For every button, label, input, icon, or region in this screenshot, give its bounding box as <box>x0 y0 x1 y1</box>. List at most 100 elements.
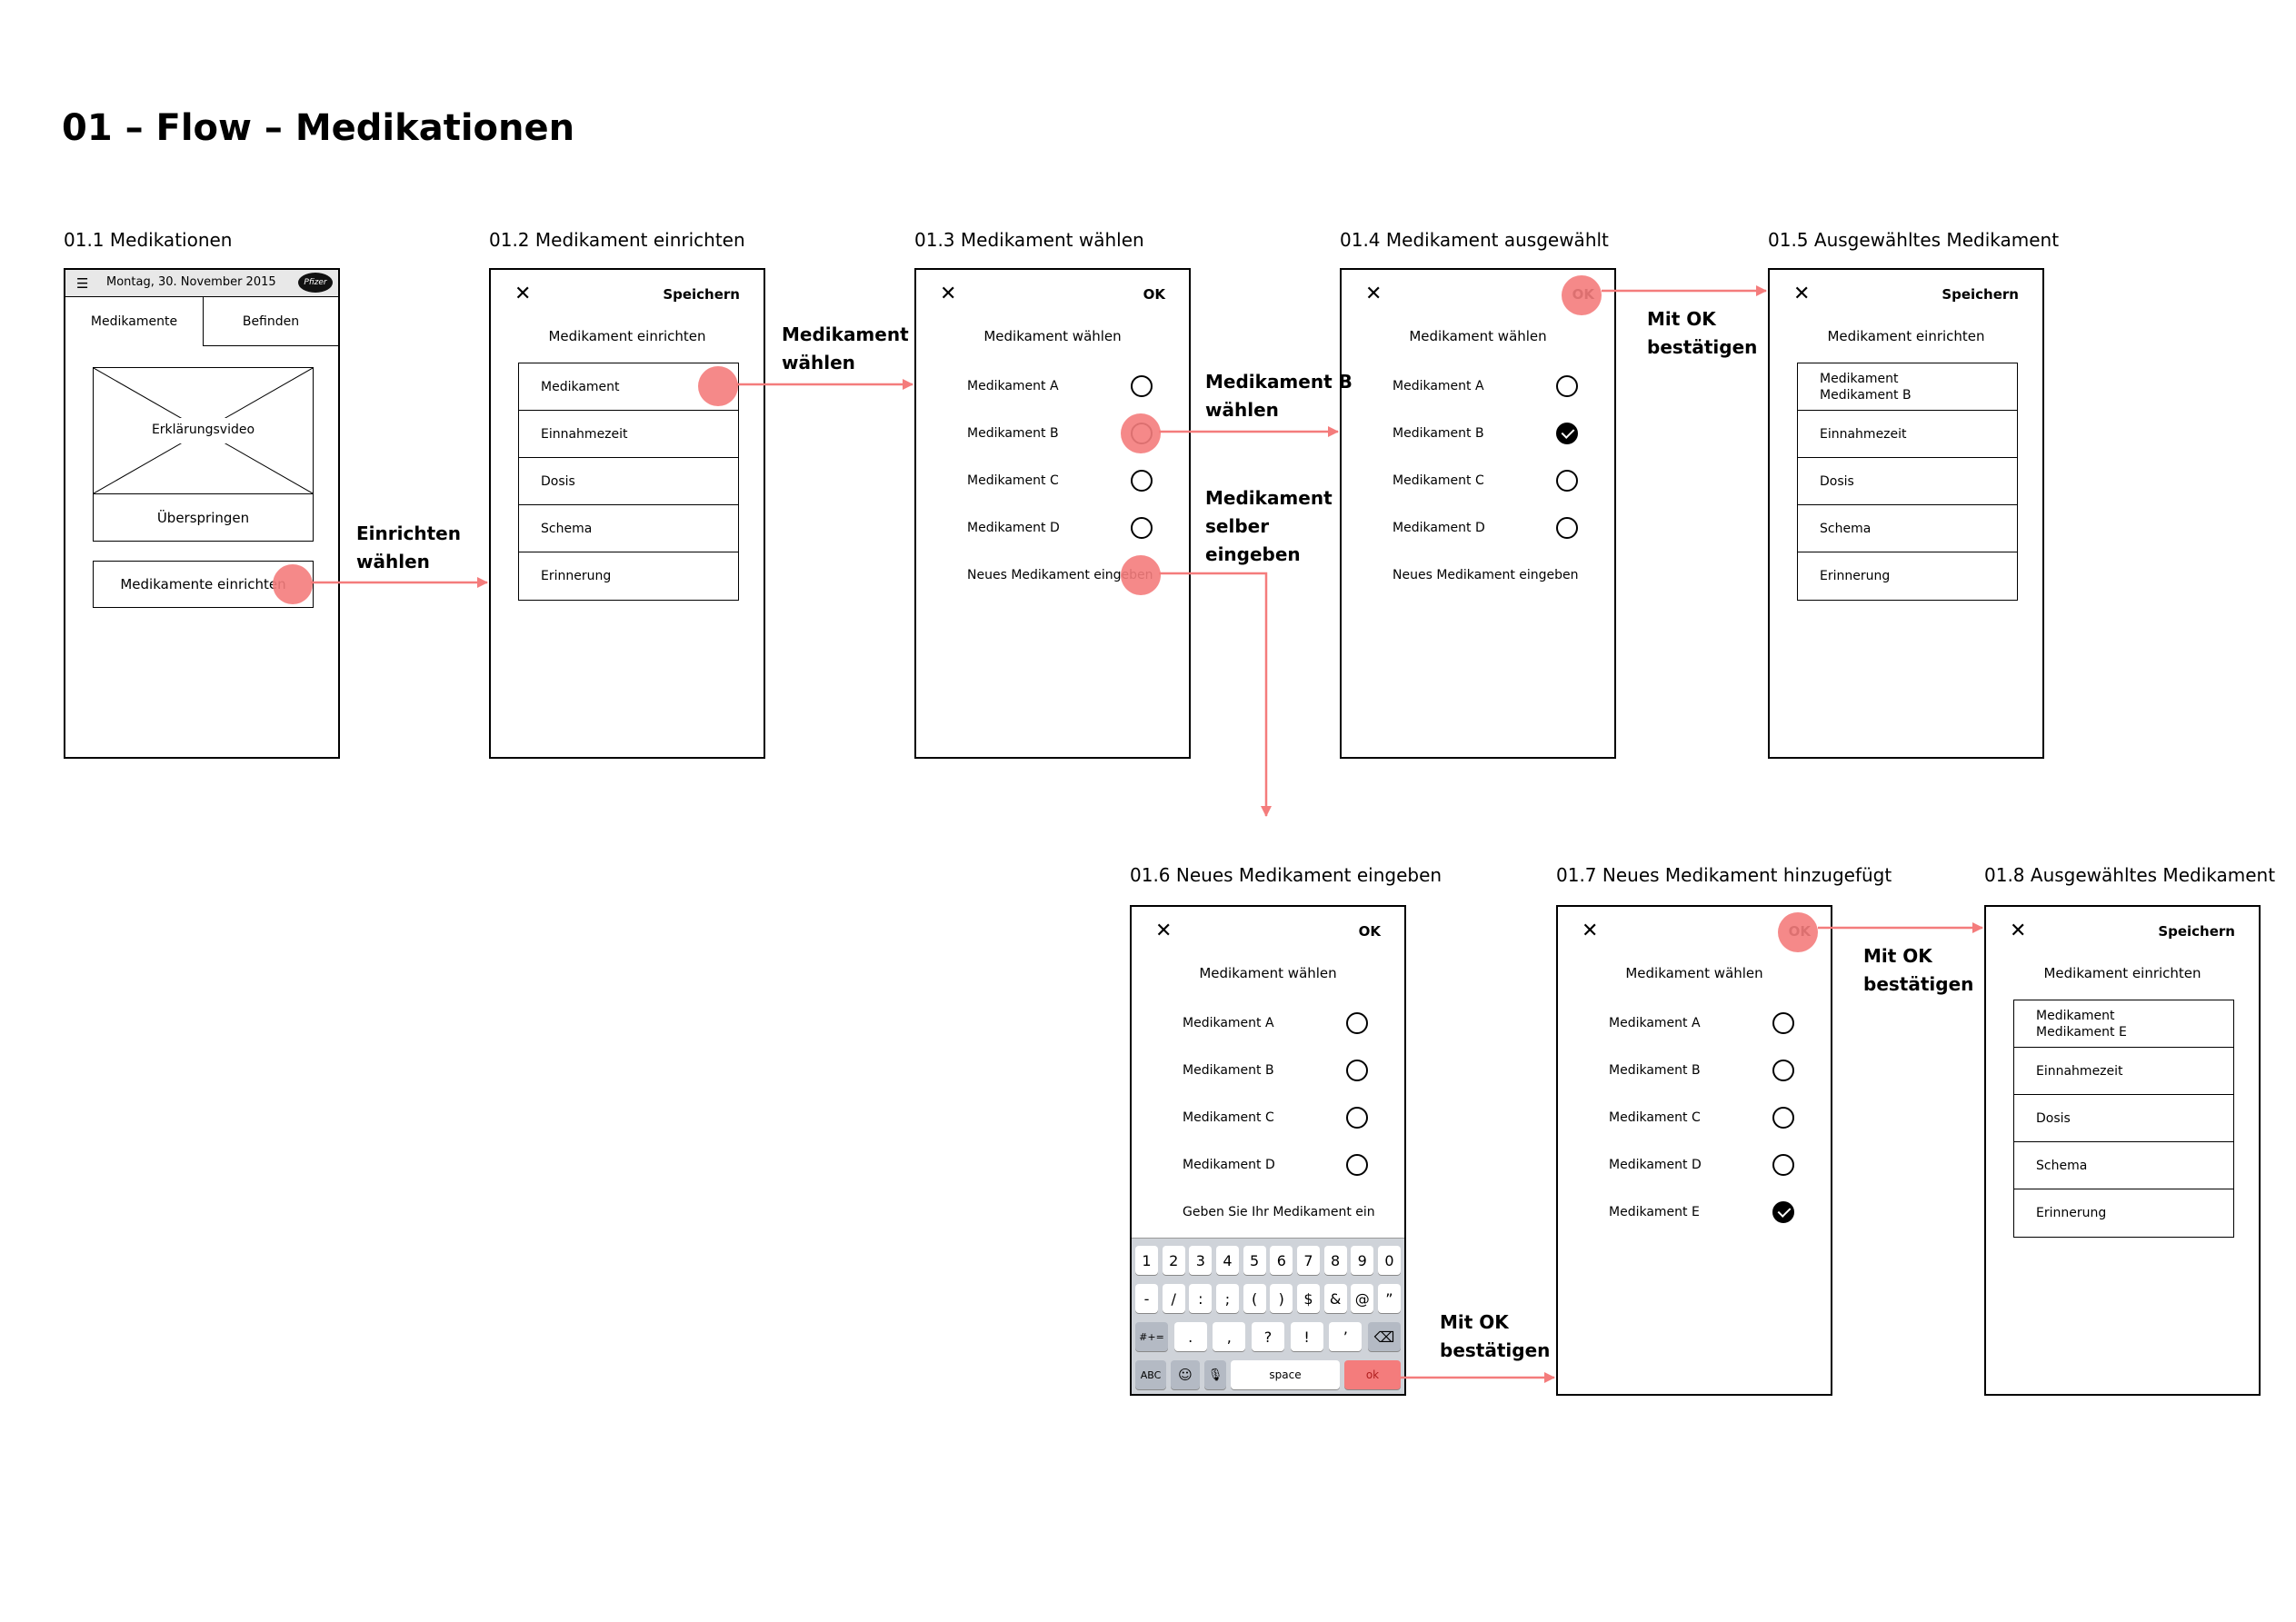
radio-icon[interactable] <box>1346 1060 1368 1081</box>
radio-icon[interactable] <box>1772 1060 1794 1081</box>
menu-icon[interactable]: ☰ <box>76 275 89 292</box>
menu-row-schema[interactable]: Schema <box>519 505 738 552</box>
option-medikament-d[interactable]: Medikament D <box>1183 1151 1392 1179</box>
close-icon[interactable]: ✕ <box>940 283 957 305</box>
menu-row-schema[interactable]: Schema <box>2014 1142 2233 1189</box>
key[interactable]: 9 <box>1351 1246 1374 1275</box>
emoji-icon[interactable]: ☺ <box>1171 1360 1200 1389</box>
menu-row-dosis[interactable]: Dosis <box>1798 458 2017 505</box>
option-medikament-a[interactable]: Medikament A <box>1393 373 1602 400</box>
save-button[interactable]: Speichern <box>663 286 740 303</box>
menu-row-erinnerung[interactable]: Erinnerung <box>541 569 612 583</box>
radio-icon[interactable] <box>1556 375 1578 397</box>
menu-row-medikament[interactable]: Medikament Medikament B <box>1798 363 2017 411</box>
key[interactable]: ’ <box>1329 1322 1363 1351</box>
option-medikament-d[interactable]: Medikament D <box>967 514 1176 542</box>
key[interactable]: @ <box>1351 1284 1374 1313</box>
tab-befinden[interactable]: Befinden <box>204 297 338 346</box>
save-button[interactable]: Speichern <box>2158 923 2235 940</box>
microphone-icon[interactable]: 🎙 <box>1204 1360 1226 1389</box>
radio-icon[interactable] <box>1346 1012 1368 1034</box>
menu-row-erinnerung[interactable]: Erinnerung <box>1820 569 1891 583</box>
radio-icon[interactable] <box>1346 1107 1368 1129</box>
option-medikament-e[interactable]: Medikament E <box>1609 1199 1818 1226</box>
key[interactable]: , <box>1213 1322 1246 1351</box>
menu-row-erinnerung[interactable]: Erinnerung <box>2036 1206 2107 1220</box>
radio-icon[interactable] <box>1772 1154 1794 1176</box>
video-placeholder[interactable]: Erklärungsvideo <box>93 367 314 494</box>
option-medikament-b[interactable]: Medikament B <box>1183 1057 1392 1084</box>
radio-checked-icon[interactable] <box>1556 423 1578 444</box>
option-medikament-c[interactable]: Medikament C <box>967 467 1176 494</box>
key[interactable]: 7 <box>1296 1246 1320 1275</box>
menu-row-schema[interactable]: Schema <box>1798 505 2017 552</box>
radio-icon[interactable] <box>1772 1107 1794 1129</box>
key[interactable]: ! <box>1290 1322 1323 1351</box>
option-medikament-c[interactable]: Medikament C <box>1609 1104 1818 1131</box>
key[interactable]: . <box>1173 1322 1207 1351</box>
symbols-toggle-key[interactable]: #+= <box>1135 1322 1168 1351</box>
radio-icon[interactable] <box>1131 470 1153 492</box>
radio-icon[interactable] <box>1346 1154 1368 1176</box>
menu-row-dosis[interactable]: Dosis <box>2014 1095 2233 1142</box>
key[interactable]: 4 <box>1215 1246 1239 1275</box>
ok-key[interactable]: ok <box>1344 1360 1401 1389</box>
close-icon[interactable]: ✕ <box>1155 920 1173 942</box>
key[interactable]: & <box>1323 1284 1347 1313</box>
skip-button[interactable]: Überspringen <box>93 494 314 542</box>
save-button[interactable]: Speichern <box>1942 286 2019 303</box>
radio-icon[interactable] <box>1556 470 1578 492</box>
key[interactable]: 6 <box>1270 1246 1293 1275</box>
key[interactable]: ( <box>1243 1284 1266 1313</box>
menu-row-medikament[interactable]: Medikament <box>519 363 738 411</box>
close-icon[interactable]: ✕ <box>2010 920 2027 942</box>
setup-medications-button[interactable]: Medikamente einrichten <box>93 561 314 608</box>
key[interactable]: 5 <box>1243 1246 1266 1275</box>
menu-row-medikament[interactable]: Medikament Medikament E <box>2014 1000 2233 1048</box>
key[interactable]: ; <box>1215 1284 1239 1313</box>
key[interactable]: $ <box>1296 1284 1320 1313</box>
option-medikament-c[interactable]: Medikament C <box>1393 467 1602 494</box>
menu-row-dosis[interactable]: Dosis <box>519 458 738 505</box>
key[interactable]: ) <box>1270 1284 1293 1313</box>
ok-button[interactable]: OK <box>1358 923 1381 940</box>
close-icon[interactable]: ✕ <box>1582 920 1599 942</box>
new-medication-entry[interactable]: Neues Medikament eingeben <box>967 568 1153 582</box>
radio-icon[interactable] <box>1131 517 1153 539</box>
option-medikament-b[interactable]: Medikament B <box>1393 420 1602 447</box>
tab-medikamente[interactable]: Medikamente <box>65 297 204 346</box>
close-icon[interactable]: ✕ <box>514 283 532 305</box>
option-medikament-c[interactable]: Medikament C <box>1183 1104 1392 1131</box>
key[interactable]: ? <box>1251 1322 1284 1351</box>
option-medikament-d[interactable]: Medikament D <box>1609 1151 1818 1179</box>
key[interactable]: 3 <box>1189 1246 1213 1275</box>
key[interactable]: : <box>1189 1284 1213 1313</box>
new-medication-entry[interactable]: Neues Medikament eingeben <box>1393 568 1579 582</box>
ok-button[interactable]: OK <box>1143 286 1165 303</box>
radio-checked-icon[interactable] <box>1772 1201 1794 1223</box>
close-icon[interactable]: ✕ <box>1365 283 1383 305</box>
close-icon[interactable]: ✕ <box>1793 283 1811 305</box>
option-medikament-a[interactable]: Medikament A <box>1609 1010 1818 1037</box>
key[interactable]: - <box>1135 1284 1158 1313</box>
radio-icon[interactable] <box>1556 517 1578 539</box>
abc-key[interactable]: ABC <box>1135 1360 1166 1389</box>
backspace-icon[interactable]: ⌫ <box>1367 1322 1401 1351</box>
medication-name-input[interactable]: Geben Sie Ihr Medikament ein <box>1183 1205 1375 1219</box>
key[interactable]: 2 <box>1162 1246 1185 1275</box>
space-key[interactable]: space <box>1231 1360 1340 1389</box>
menu-row-einnahmezeit[interactable]: Einnahmezeit <box>1798 411 2017 458</box>
radio-icon[interactable] <box>1772 1012 1794 1034</box>
key[interactable]: 1 <box>1135 1246 1158 1275</box>
radio-icon[interactable] <box>1131 375 1153 397</box>
key[interactable]: / <box>1162 1284 1185 1313</box>
option-medikament-a[interactable]: Medikament A <box>967 373 1176 400</box>
option-medikament-a[interactable]: Medikament A <box>1183 1010 1392 1037</box>
option-medikament-d[interactable]: Medikament D <box>1393 514 1602 542</box>
menu-row-einnahmezeit[interactable]: Einnahmezeit <box>2014 1048 2233 1095</box>
menu-row-einnahmezeit[interactable]: Einnahmezeit <box>519 411 738 458</box>
key[interactable]: ” <box>1377 1284 1401 1313</box>
option-medikament-b[interactable]: Medikament B <box>1609 1057 1818 1084</box>
key[interactable]: 8 <box>1323 1246 1347 1275</box>
key[interactable]: 0 <box>1377 1246 1401 1275</box>
